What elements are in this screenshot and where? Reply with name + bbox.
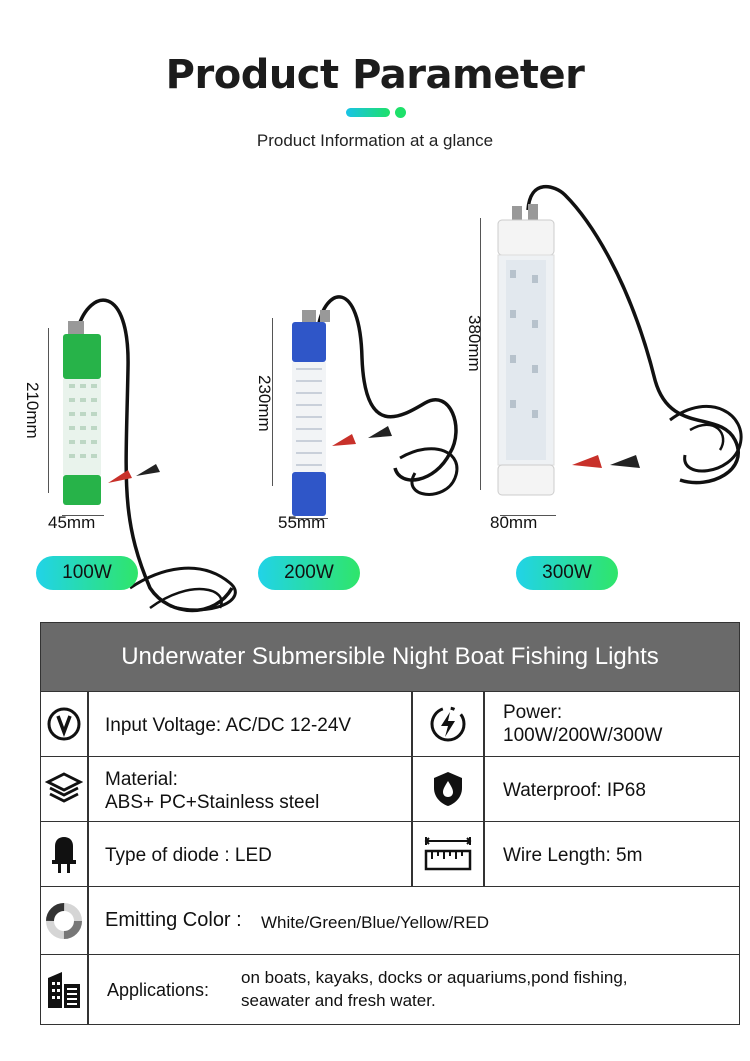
material-label: Material: bbox=[105, 769, 178, 790]
spec-row-material-waterproof: Material: ABS+ PC+Stainless steel Waterp… bbox=[41, 756, 739, 821]
page-title: Product Parameter bbox=[165, 52, 585, 98]
color-value: White/Green/Blue/Yellow/RED bbox=[261, 913, 490, 932]
buildings-icon bbox=[41, 955, 87, 1024]
applications-line2: seawater and fresh water. bbox=[241, 991, 436, 1010]
width-label: 45mm bbox=[48, 513, 96, 532]
page-subtitle: Product Information at a glance bbox=[256, 131, 494, 150]
product-image-200w bbox=[292, 295, 459, 516]
accent-bar bbox=[346, 108, 390, 117]
product-300w: 380mm 80mm 300W bbox=[465, 160, 750, 600]
applications-label: Applications: bbox=[107, 980, 210, 1000]
product-image-100w bbox=[63, 298, 237, 613]
product-gallery: 210mm 45mm 100W 230mm bbox=[0, 160, 750, 613]
voltage-text: Input Voltage: AC/DC 12-24V bbox=[105, 715, 352, 736]
power-label: Power: bbox=[503, 702, 563, 723]
diode-text: Type of diode : LED bbox=[105, 845, 272, 866]
color-ring-icon bbox=[41, 887, 87, 954]
water-shield-icon bbox=[413, 757, 483, 821]
width-label: 55mm bbox=[278, 513, 326, 532]
layers-icon bbox=[41, 757, 87, 821]
spec-row-diode-wire: Type of diode : LED Wire Length: 5m bbox=[41, 821, 739, 886]
applications-line1: on boats, kayaks, docks or aquariums,pon… bbox=[241, 968, 628, 987]
power-value: 100W/200W/300W bbox=[503, 725, 663, 746]
power-badge-200w: 200W bbox=[258, 556, 360, 590]
accent-dot bbox=[395, 107, 406, 118]
wire-text: Wire Length: 5m bbox=[503, 845, 643, 866]
voltage-icon bbox=[41, 692, 87, 756]
spec-row-color: Emitting Color : White/Green/Blue/Yellow… bbox=[41, 886, 739, 954]
width-label: 80mm bbox=[490, 513, 538, 532]
power-badge-100w: 100W bbox=[36, 556, 138, 590]
ruler-icon bbox=[413, 822, 483, 886]
spec-table-title: Underwater Submersible Night Boat Fishin… bbox=[41, 623, 739, 691]
product-200w: 230mm 55mm 200W bbox=[250, 160, 480, 600]
spec-row-voltage-power: Input Voltage: AC/DC 12-24V Power: 100W/… bbox=[41, 691, 739, 756]
title-accent bbox=[346, 107, 406, 119]
spec-row-applications: Applications: on boats, kayaks, docks or… bbox=[41, 954, 739, 1024]
spec-table: Underwater Submersible Night Boat Fishin… bbox=[40, 622, 740, 1025]
led-diode-icon bbox=[41, 822, 87, 886]
waterproof-text: Waterproof: IP68 bbox=[503, 780, 646, 801]
power-bolt-icon bbox=[413, 692, 483, 756]
power-badge-300w: 300W bbox=[516, 556, 618, 590]
product-100w: 210mm 45mm 100W bbox=[0, 160, 250, 613]
product-image-300w bbox=[497, 184, 743, 496]
color-label: Emitting Color : bbox=[105, 909, 242, 931]
header: Product Parameter Product Information at… bbox=[0, 0, 750, 160]
material-value: ABS+ PC+Stainless steel bbox=[105, 792, 320, 813]
